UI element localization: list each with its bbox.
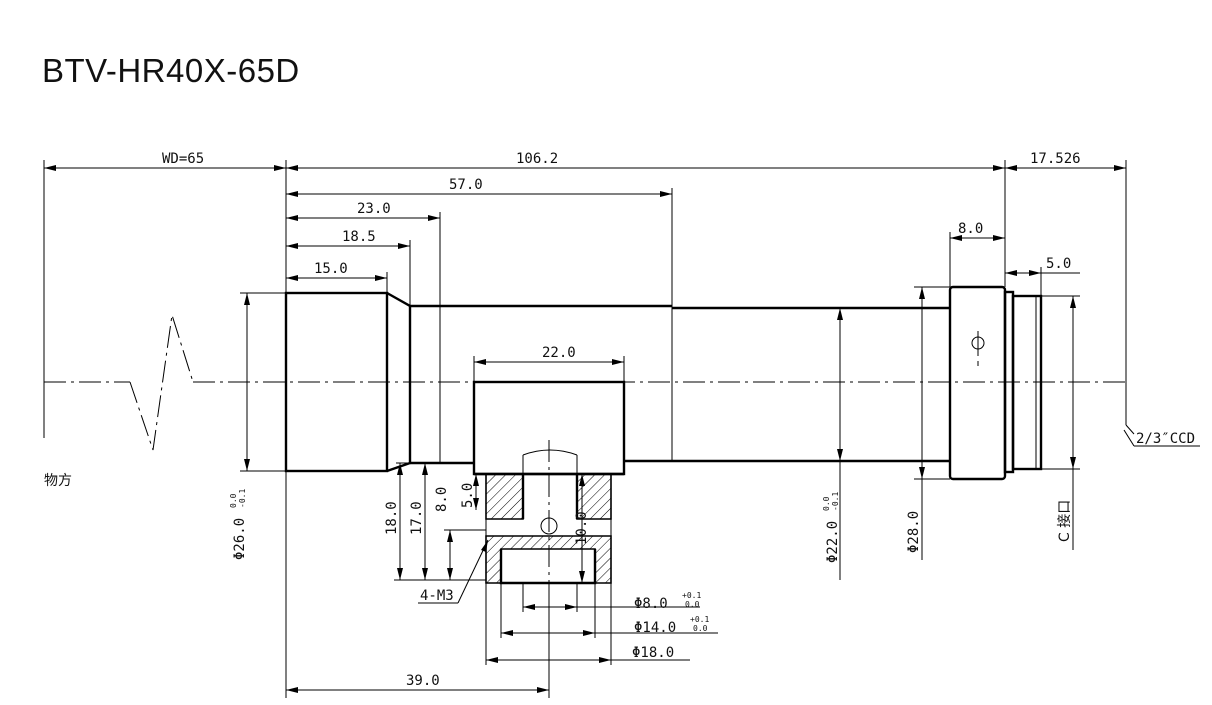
tol-dia-26-lower: -0.1 <box>238 489 247 508</box>
dim-hole-8: Φ8.0 <box>634 596 668 612</box>
tol-hole-14-upper: +0.1 <box>690 615 709 624</box>
dim-dia-22: Φ22.0 <box>825 521 841 563</box>
mount-label: C 接口 <box>1056 500 1073 542</box>
tol-dia-26-upper: 0.0 <box>229 493 238 508</box>
vertical-dimensions <box>240 286 1080 604</box>
optical-axis <box>43 160 1130 451</box>
dim-8: 8.0 <box>958 221 983 237</box>
sensor-label: 2/3″CCD <box>1136 431 1195 447</box>
dim-5: 5.0 <box>1046 256 1071 272</box>
dim-total-length: 106.2 <box>516 151 558 167</box>
tol-hole-8-lower: 0.0 <box>685 600 700 609</box>
dim-height-10: 10.0 <box>574 511 590 545</box>
dim-dia-28: Φ28.0 <box>906 511 922 553</box>
tol-dia-22-lower: -0.1 <box>831 492 840 511</box>
dim-23: 23.0 <box>357 201 391 217</box>
dim-39: 39.0 <box>406 673 440 689</box>
tol-dia-22-upper: 0.0 <box>822 496 831 511</box>
page-title: BTV-HR40X-65D <box>42 52 300 89</box>
dim-wd: WD=65 <box>162 151 204 167</box>
dim-hole-18: Φ18.0 <box>632 645 674 661</box>
tol-hole-8-upper: +0.1 <box>682 591 701 600</box>
object-side-label: 物方 <box>44 473 72 489</box>
dim-57: 57.0 <box>449 177 483 193</box>
dim-height-18: 18.0 <box>384 501 400 535</box>
illumination-port <box>472 380 626 600</box>
screw-label: 4-M3 <box>420 588 454 604</box>
dim-height-8: 8.0 <box>434 487 450 512</box>
dim-flange: 17.526 <box>1030 151 1081 167</box>
dim-18-5: 18.5 <box>342 229 376 245</box>
horizontal-dimensions <box>44 160 1200 698</box>
lens-body <box>284 285 1043 481</box>
dim-height-17: 17.0 <box>409 501 425 535</box>
dim-port-length: 22.0 <box>542 345 576 361</box>
dim-dia-26: Φ26.0 <box>232 518 248 560</box>
dim-15: 15.0 <box>314 261 348 277</box>
tol-hole-14-lower: 0.0 <box>693 624 708 633</box>
dim-hole-14: Φ14.0 <box>634 620 676 636</box>
dim-height-5: 5.0 <box>460 483 476 508</box>
